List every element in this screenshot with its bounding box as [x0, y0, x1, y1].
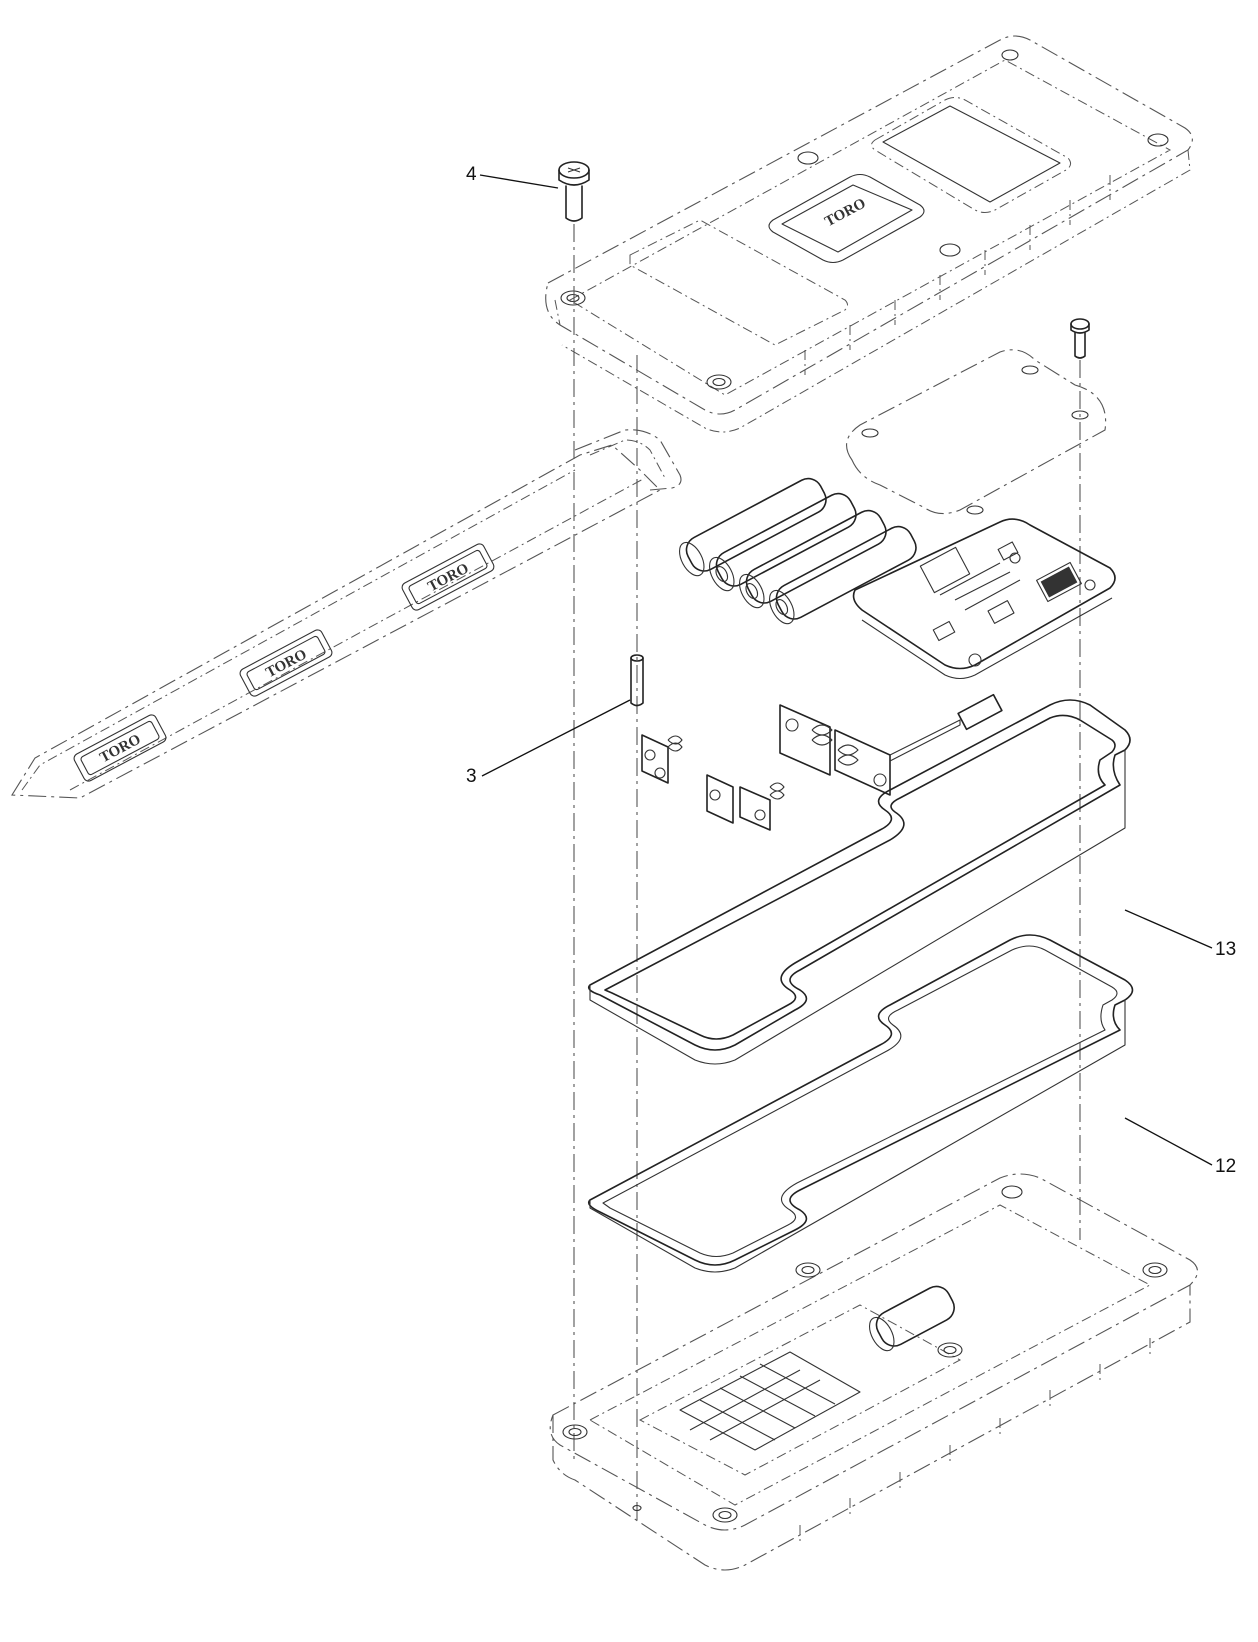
small-screw [1070, 318, 1090, 359]
svg-text:4: 4 [466, 164, 477, 185]
callout-12: 12 [1124, 1117, 1236, 1177]
svg-text:13: 13 [1215, 939, 1236, 960]
gasket-item-13 [587, 699, 1131, 1065]
gasket-item-12 [587, 934, 1134, 1273]
logo-plate-3: TORO [73, 714, 167, 782]
callout-13: 13 [1124, 909, 1236, 960]
top-cover [545, 35, 1193, 433]
callout-4: 4 [466, 164, 559, 189]
base-housing [549, 1173, 1199, 1571]
circuit-board [852, 518, 1116, 680]
cover-logo: TORO [822, 196, 868, 231]
svg-text:12: 12 [1215, 1156, 1236, 1177]
pin-item-3 [630, 654, 644, 707]
board-cover [846, 349, 1107, 515]
battery-pack [678, 477, 917, 625]
svg-text:TORO: TORO [822, 196, 868, 231]
battery-contacts [641, 693, 1003, 831]
logo-plate-2: TORO [239, 629, 333, 697]
svg-text:3: 3 [466, 766, 477, 787]
callout-3: 3 [466, 699, 631, 787]
lanyard-strap: TORO TORO TORO [11, 429, 682, 799]
screw-item-4 [558, 161, 590, 222]
logo-plate-1: TORO [401, 543, 495, 611]
